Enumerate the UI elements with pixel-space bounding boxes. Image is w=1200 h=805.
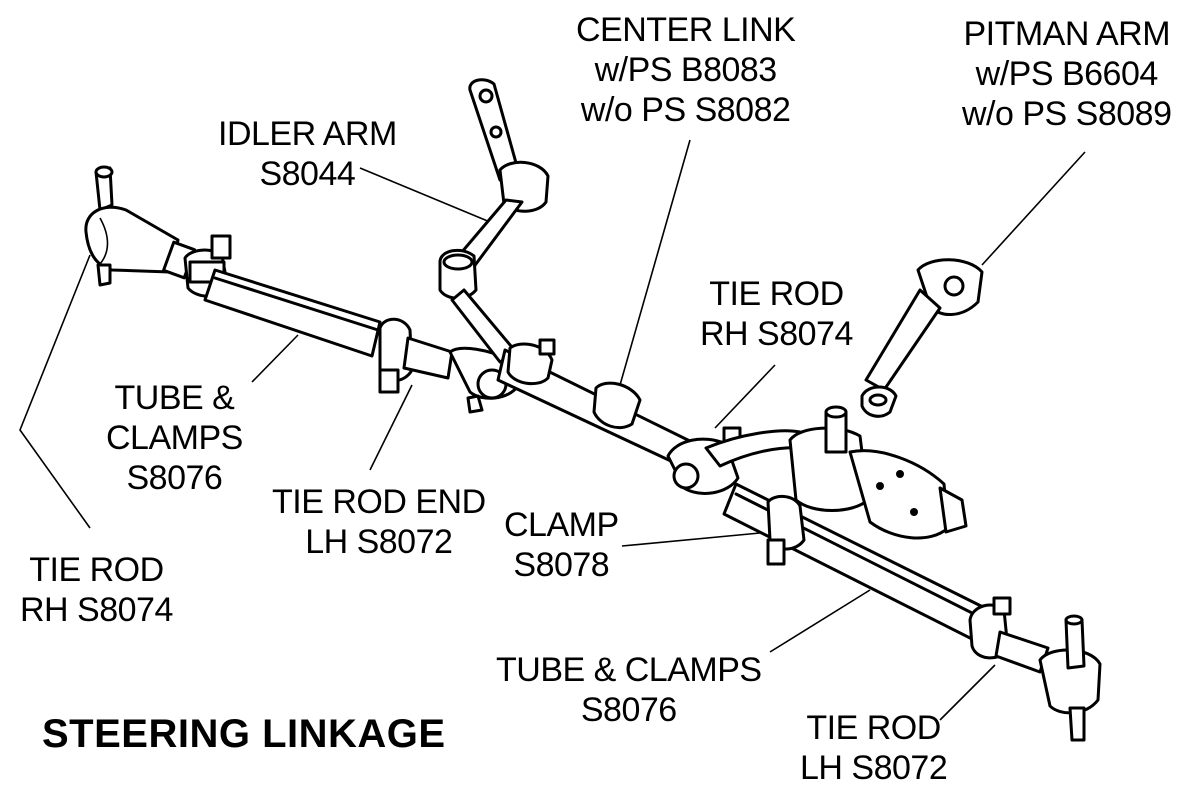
label-line: TIE ROD xyxy=(806,709,941,747)
label-line: CLAMP xyxy=(504,506,619,544)
label-center-link: CENTER LINK w/PS B8083 w/o PS S8082 xyxy=(576,10,796,130)
leader-lines xyxy=(19,139,1086,721)
label-line: LH S8072 xyxy=(800,749,948,787)
idler-arm xyxy=(438,78,550,364)
label-line: S8078 xyxy=(513,546,610,584)
pitman-arm xyxy=(860,258,984,418)
steering-gear-box xyxy=(788,405,968,540)
label-tie-rod-rh-lower: TIE ROD RH S8074 xyxy=(20,550,173,630)
label-pitman-arm: PITMAN ARM w/PS B6604 w/o PS S8089 xyxy=(962,14,1172,134)
label-line: IDLER ARM xyxy=(218,115,397,153)
label-line: CENTER LINK xyxy=(576,11,796,49)
label-line: TIE ROD xyxy=(29,551,164,589)
label-line: LH S8072 xyxy=(305,523,453,561)
label-line: S8076 xyxy=(580,691,677,729)
label-tie-rod-end-lh: TIE ROD END LH S8072 xyxy=(272,482,486,562)
label-line: TUBE & CLAMPS xyxy=(496,651,762,689)
label-line: RH S8074 xyxy=(700,315,853,353)
clamp-left xyxy=(378,317,454,394)
diagram-title: STEERING LINKAGE xyxy=(42,712,446,756)
label-line: S8044 xyxy=(259,155,356,193)
label-clamp: CLAMP S8078 xyxy=(504,505,619,585)
label-line: w/PS B6604 xyxy=(975,55,1159,93)
tie-rod-end-inner-right xyxy=(666,426,806,495)
label-line: w/o PS S8082 xyxy=(580,91,791,129)
tie-rod-end-left xyxy=(84,165,232,298)
label-line: TUBE & xyxy=(114,379,235,417)
label-line: PITMAN ARM xyxy=(963,15,1171,53)
label-line: TIE ROD END xyxy=(272,483,486,521)
center-link xyxy=(496,338,700,472)
label-line: w/o PS S8089 xyxy=(962,95,1172,133)
clamp-right xyxy=(766,495,806,566)
label-tube-clamps-lower: TUBE & CLAMPS S8076 xyxy=(496,650,762,730)
label-line: CLAMPS xyxy=(106,419,243,457)
label-tie-rod-lh-lower: TIE ROD LH S8072 xyxy=(800,708,948,788)
tube-left xyxy=(203,268,382,358)
tie-rod-end-right xyxy=(968,596,1102,742)
label-line: RH S8074 xyxy=(20,591,173,629)
label-line: TIE ROD xyxy=(709,275,844,313)
label-line: w/PS B8083 xyxy=(594,51,778,89)
label-tie-rod-rh-upper: TIE ROD RH S8074 xyxy=(700,274,853,354)
label-idler-arm: IDLER ARM S8044 xyxy=(218,114,397,194)
label-line: S8076 xyxy=(126,459,223,497)
label-tube-clamps-upper: TUBE & CLAMPS S8076 xyxy=(106,378,243,498)
